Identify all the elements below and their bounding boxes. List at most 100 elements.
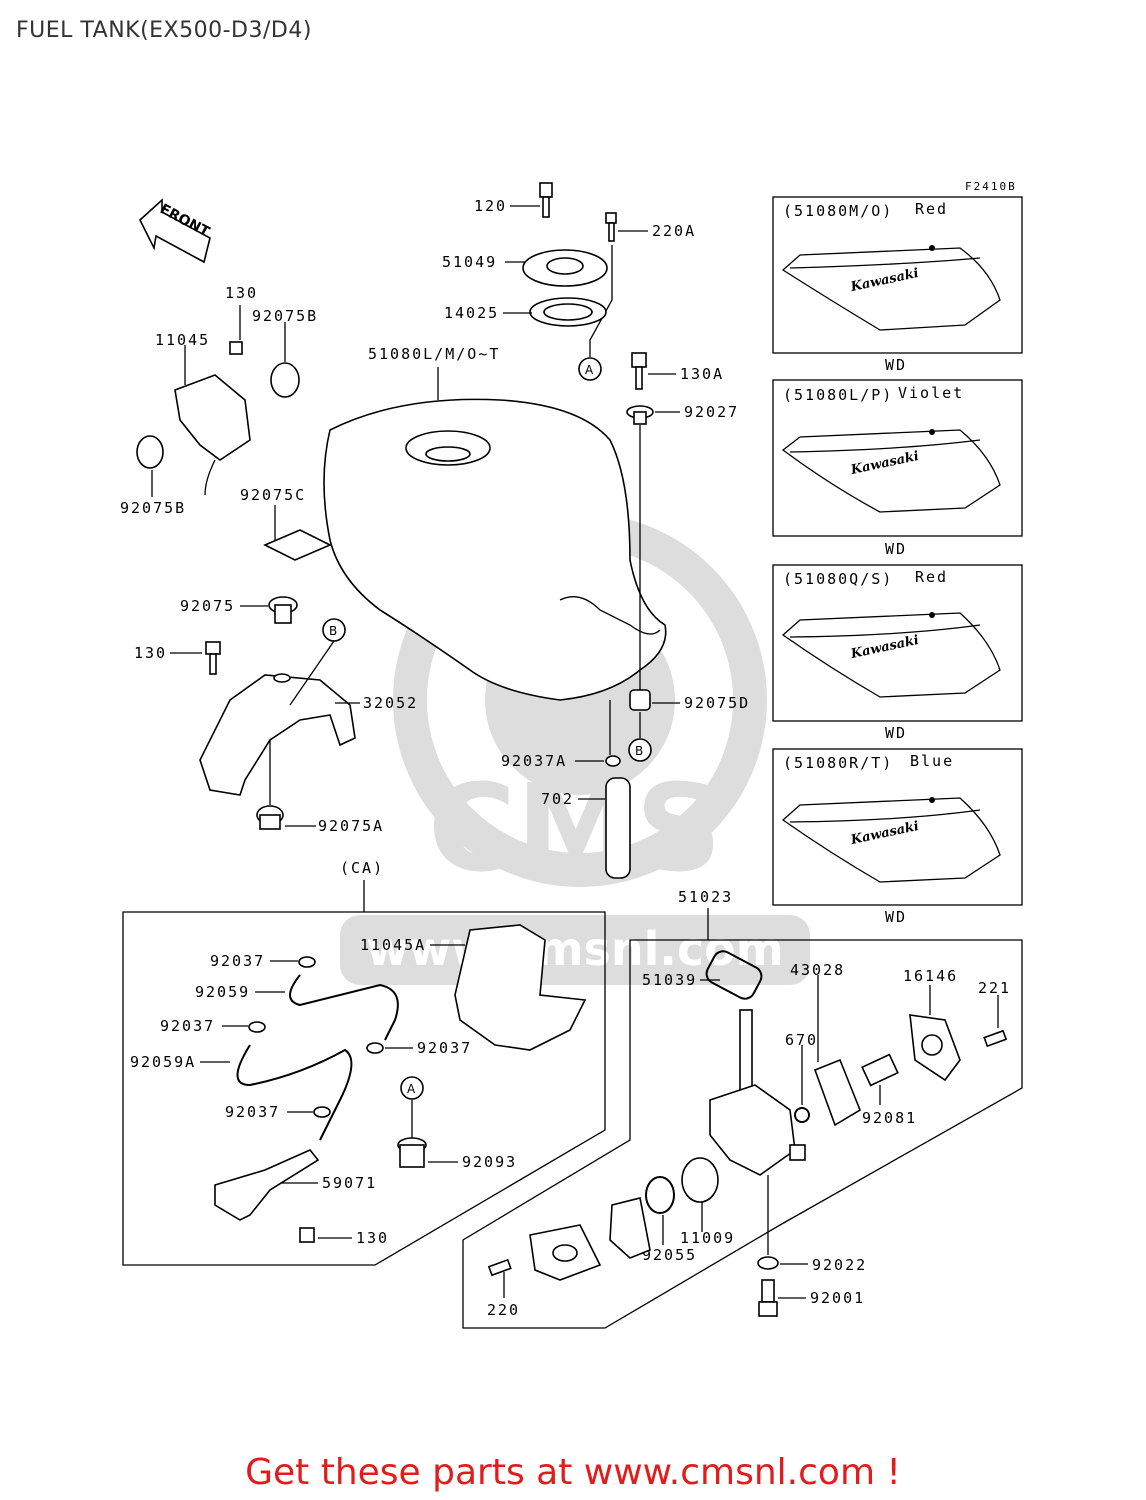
- variant-box-4: (51080R/T) Blue Kawasaki WD: [772, 748, 1023, 926]
- damper-92075D: 92075D: [629, 689, 750, 712]
- part-label: 92022: [812, 1256, 867, 1274]
- part-label: (CA): [340, 859, 384, 877]
- callout-B-right: B: [628, 712, 652, 762]
- callout-letter: B: [329, 624, 337, 638]
- promo-link[interactable]: Get these parts at www.cmsnl.com !: [245, 1452, 901, 1493]
- part-label: 130A: [680, 365, 724, 383]
- brand-logo-text: Kawasaki: [849, 633, 921, 662]
- oring-670: 670: [785, 1031, 818, 1123]
- part-label: 14025: [444, 304, 499, 322]
- rubber-92075B-top: 92075B: [252, 307, 318, 398]
- watermark-site-text: www.cmsnl.com: [366, 922, 783, 976]
- part-label: 92059: [195, 983, 250, 1001]
- cover-16146: 16146: [903, 967, 961, 1082]
- front-arrow-icon: FRONT: [139, 198, 212, 264]
- bolt-92001: 92001: [758, 1279, 865, 1317]
- part-label: 221: [978, 979, 1011, 997]
- variant-code: (51080M/O): [783, 202, 893, 220]
- variant-code: (51080Q/S): [783, 570, 893, 588]
- variant-color: Violet: [898, 384, 964, 402]
- parts-diagram: CMS www.cmsnl.com F2410B FRONT (51080M/O…: [120, 180, 1023, 1329]
- variant-box-2: (51080L/P) Violet Kawasaki WD: [772, 379, 1023, 558]
- variant-box-1: (51080M/O) Red Kawasaki WD: [772, 196, 1023, 374]
- plate-part: [529, 1224, 602, 1281]
- grommet-92027: 92027: [626, 403, 739, 690]
- watermark-logo-text: CMS: [428, 760, 722, 899]
- spring-92081: 92081: [861, 1053, 915, 1127]
- filter-11009: 11009: [680, 1157, 735, 1247]
- fuel-cock-box: 51023: [462, 888, 1023, 1329]
- callout-B-left: B: [289, 618, 346, 706]
- part-label: 92037: [160, 1017, 215, 1035]
- lever-part: [609, 1197, 651, 1259]
- part-label: 92027: [684, 403, 739, 421]
- callout-letter: A: [407, 1082, 416, 1096]
- part-label: 92001: [810, 1289, 865, 1307]
- callout-A-ca: A: [400, 1076, 424, 1140]
- part-label: 92037: [225, 1103, 280, 1121]
- part-label: 92037A: [501, 752, 567, 770]
- part-label: 92037: [210, 952, 265, 970]
- clamp-92037-3: 92037: [366, 1039, 472, 1057]
- rubber-92075B-bottom: 92075B: [120, 435, 186, 517]
- hose-92059: 92059: [195, 974, 399, 1041]
- part-label: 92075D: [684, 694, 750, 712]
- oring-51039: 51039: [642, 950, 763, 1000]
- pad-92075C: 92075C: [240, 486, 332, 561]
- part-label: 11045A: [360, 936, 426, 954]
- fuel-cap-bolt-120: 120: [474, 182, 553, 218]
- variant-code: (51080R/T): [783, 754, 893, 772]
- part-label: 130: [356, 1229, 389, 1247]
- part-label: 51039: [642, 971, 697, 989]
- callout-letter: A: [585, 363, 594, 377]
- oring-92055: 92055: [642, 1176, 695, 1264]
- variant-finish: WD: [885, 540, 907, 558]
- brand-logo-text: Kawasaki: [849, 819, 921, 848]
- bolt-130A: 130A: [631, 352, 724, 390]
- bolt-130-ca: 130: [299, 1227, 389, 1247]
- damper-92075A: 92075A: [256, 740, 382, 835]
- part-label: 92059A: [130, 1053, 196, 1071]
- variant-finish: WD: [885, 908, 907, 926]
- part-label: 670: [785, 1031, 818, 1049]
- part-label: 220: [487, 1301, 520, 1319]
- screw-220A: 220A: [589, 212, 696, 357]
- part-label: 11009: [680, 1229, 735, 1247]
- part-label: 702: [541, 790, 574, 808]
- mount-bracket-32052: 32052: [199, 673, 418, 796]
- grommet-92093: 92093: [397, 1137, 517, 1171]
- variant-color: Blue: [910, 752, 954, 770]
- part-label: 51023: [678, 888, 733, 906]
- brand-logo-text: Kawasaki: [849, 449, 921, 478]
- part-label: 220A: [652, 222, 696, 240]
- part-label: 92075C: [240, 486, 306, 504]
- washer-92022: 92022: [757, 1175, 867, 1274]
- part-label: 92075: [180, 597, 235, 615]
- clamp-92037-2: 92037: [160, 1017, 266, 1035]
- gasket-14025: 14025: [444, 297, 607, 327]
- variant-code: (51080L/P): [783, 386, 893, 404]
- fuel-cap-51049: 51049: [442, 249, 608, 287]
- grommet-92075: 92075: [180, 596, 298, 624]
- hose-702: 702: [541, 777, 631, 879]
- figure-code: F2410B: [965, 180, 1017, 193]
- part-label: 120: [474, 197, 507, 215]
- part-label: 51049: [442, 253, 497, 271]
- part-label: 130: [225, 284, 258, 302]
- part-label: 92037: [417, 1039, 472, 1057]
- variant-color: Red: [915, 568, 948, 586]
- callout-letter: B: [635, 744, 643, 758]
- part-label: 92075B: [252, 307, 318, 325]
- part-label: 92093: [462, 1153, 517, 1171]
- part-label: 32052: [363, 694, 418, 712]
- clamp-92037A: 92037A: [501, 700, 621, 770]
- bracket-11045A: 11045A: [360, 924, 587, 1051]
- page-title: FUEL TANK(EX500-D3/D4): [16, 18, 312, 43]
- bolt-130-top: 130: [225, 284, 258, 355]
- diaphragm-43028: 43028: [790, 961, 861, 1127]
- california-box: (CA): [122, 859, 606, 1266]
- part-label: 92075B: [120, 499, 186, 517]
- screw-220: 220: [487, 1258, 520, 1319]
- part-label: 11045: [155, 331, 210, 349]
- screw-221: 221: [978, 979, 1011, 1048]
